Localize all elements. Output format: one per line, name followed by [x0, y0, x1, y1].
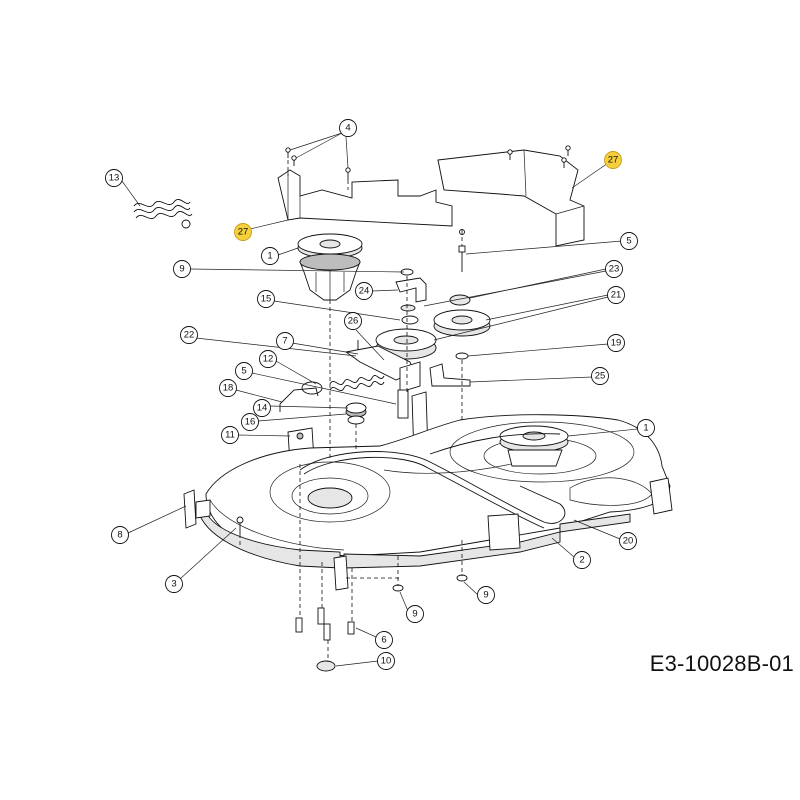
callout-10-label: 10: [381, 656, 392, 667]
callout-20: 20: [619, 532, 637, 550]
callout-6-label: 6: [381, 635, 386, 646]
drawing-code: E3-10028B-01: [649, 651, 794, 676]
callout-2: 2: [573, 551, 591, 569]
callout-15: 15: [257, 290, 275, 308]
callout-23: 23: [605, 260, 623, 278]
callout-18-top: 18: [219, 379, 237, 397]
callout-1-top-label: 1: [267, 251, 272, 262]
right-spindle-assembly: [499, 425, 569, 467]
bracket-24: [395, 277, 427, 303]
callout-23-label: 23: [609, 264, 620, 275]
front-bracket: [333, 555, 349, 591]
callout-25-label: 25: [595, 371, 606, 382]
right-side-bracket: [649, 477, 673, 515]
assembly-axis-lines: [239, 160, 463, 662]
callout-10: 10: [377, 652, 395, 670]
callout-9-right: 9: [477, 586, 495, 604]
spacers: [400, 268, 419, 325]
callout-2-label: 2: [579, 555, 584, 566]
arm-spring-12: [301, 374, 385, 395]
callout-12: 12: [259, 350, 277, 368]
callout-27-left: 27: [234, 223, 252, 241]
spring-rod-18: [279, 387, 319, 412]
callout-8-label: 8: [117, 530, 122, 541]
callout-11: 11: [221, 426, 239, 444]
callout-19: 19: [607, 334, 625, 352]
callout-16-label: 16: [245, 417, 256, 428]
callout-26-label: 26: [348, 316, 359, 327]
callout-14-label: 14: [257, 403, 268, 414]
callout-5-mid: 5: [235, 362, 253, 380]
callout-3-label: 3: [171, 579, 176, 590]
callout-12-label: 12: [263, 354, 274, 365]
left-belt-cover: [277, 169, 453, 227]
callout-1-right: 1: [637, 419, 655, 437]
deck-fasteners: [236, 516, 468, 672]
callout-27-left-label: 27: [238, 227, 249, 238]
small-bolts: [357, 245, 469, 360]
callout-27-right-label: 27: [608, 155, 619, 166]
baffle-20: [487, 513, 631, 551]
callout-9-left: 9: [406, 605, 424, 623]
callout-13: 13: [105, 169, 123, 187]
callout-4-label: 4: [345, 123, 350, 134]
callout-24: 24: [355, 282, 373, 300]
callout-9-top: 9: [173, 260, 191, 278]
callout-3: 3: [165, 575, 183, 593]
idler-arm: [344, 345, 471, 393]
callout-22-label: 22: [184, 330, 195, 341]
callout-21-label: 21: [611, 290, 622, 301]
mower-deck: [197, 414, 671, 569]
callout-15-label: 15: [261, 294, 272, 305]
callout-5-mid-label: 5: [241, 366, 246, 377]
callout-1-right-label: 1: [643, 423, 648, 434]
callout-8: 8: [111, 526, 129, 544]
callout-9-right-label: 9: [483, 590, 488, 601]
idler-pulleys-right: [433, 294, 491, 337]
callout-24-label: 24: [359, 286, 370, 297]
callout-7: 7: [276, 332, 294, 350]
callout-5-top-label: 5: [626, 236, 631, 247]
callout-27-right: 27: [604, 151, 622, 169]
leader-lines: [121, 132, 639, 667]
callout-19-label: 19: [611, 338, 622, 349]
callout-25: 25: [591, 367, 609, 385]
callout-14: 14: [253, 399, 271, 417]
callout-22: 22: [180, 326, 198, 344]
callout-20-label: 20: [623, 536, 634, 547]
tension-spring: [133, 199, 193, 229]
callout-7-label: 7: [282, 336, 287, 347]
callout-13-label: 13: [109, 173, 120, 184]
callout-26: 26: [344, 312, 362, 330]
callout-18-top-label: 18: [223, 383, 234, 394]
callout-1-top: 1: [261, 247, 279, 265]
callout-11-label: 11: [225, 430, 235, 441]
left-spindle-assembly: [297, 233, 363, 301]
side-bracket-8: [183, 489, 211, 529]
callout-4: 4: [339, 119, 357, 137]
callout-5-top: 5: [620, 232, 638, 250]
callout-6: 6: [375, 631, 393, 649]
callout-16: 16: [241, 413, 259, 431]
callout-21: 21: [607, 286, 625, 304]
right-belt-cover: [437, 149, 585, 247]
callout-9-left-label: 9: [412, 609, 417, 620]
callout-9-top-label: 9: [179, 264, 184, 275]
